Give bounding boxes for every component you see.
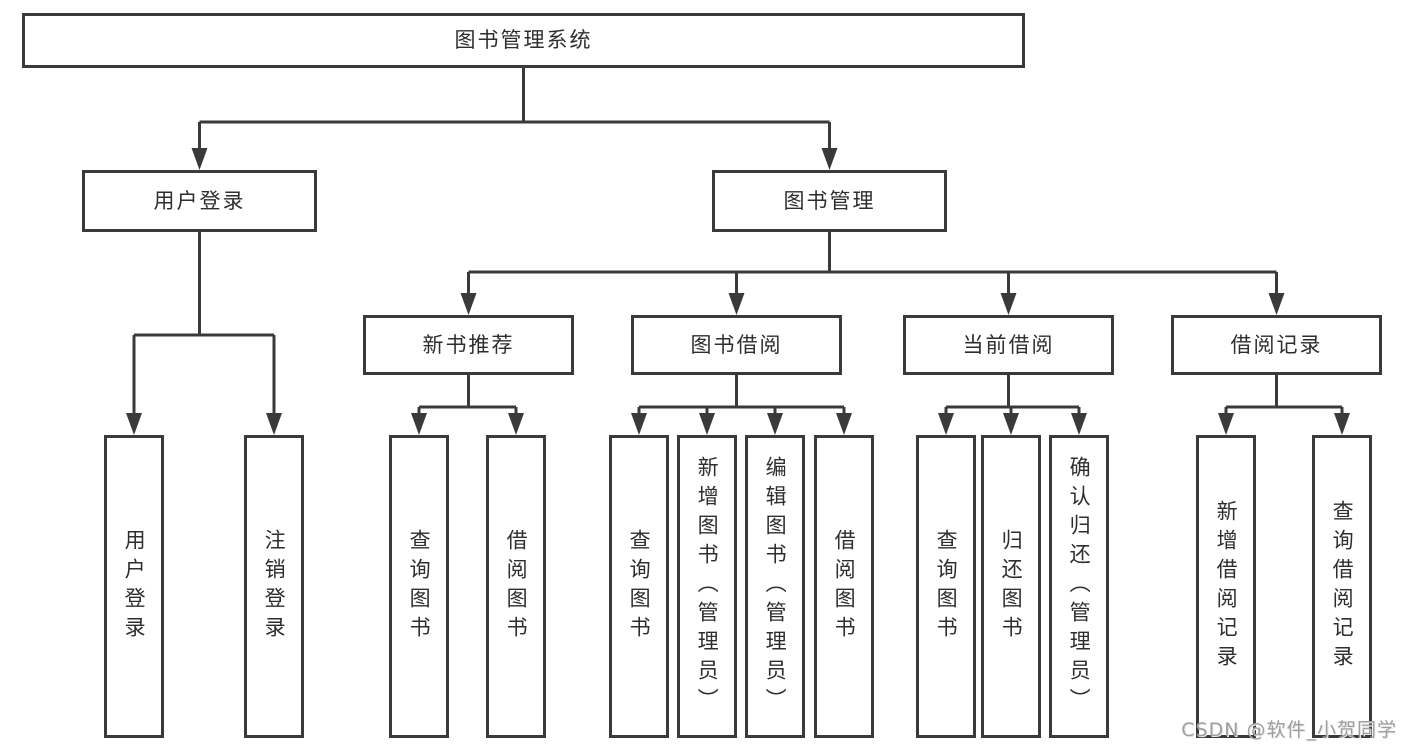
arrowhead-icon: [411, 413, 427, 435]
node-library-management-system: 图书管理系统: [22, 13, 1025, 68]
arrowhead-icon: [126, 413, 142, 435]
node-confirm-return-admin: 确认归还（管理员）: [1049, 435, 1109, 738]
arrowhead-icon: [460, 293, 477, 315]
arrowhead-icon: [1000, 293, 1017, 315]
node-return-books: 归还图书: [981, 435, 1041, 738]
connector-user-login-to-children: [126, 232, 282, 435]
arrowhead-icon: [728, 293, 745, 315]
arrowhead-icon: [1268, 293, 1285, 315]
node-new-book-recommendation: 新书推荐: [363, 315, 574, 375]
node-user-login-branch: 用户登录: [82, 170, 317, 232]
node-query-books-recommendation: 查询图书: [389, 435, 449, 738]
arrowhead-icon: [266, 413, 282, 435]
node-query-books-current: 查询图书: [916, 435, 976, 738]
node-logout: 注销登录: [244, 435, 304, 738]
arrowhead-icon: [1218, 413, 1234, 435]
node-borrow-books: 借阅图书: [814, 435, 874, 738]
node-edit-books-admin: 编辑图书（管理员）: [745, 435, 805, 738]
node-borrowing-records: 借阅记录: [1171, 315, 1382, 375]
node-add-borrow-record: 新增借阅记录: [1196, 435, 1256, 738]
arrowhead-icon: [938, 413, 954, 435]
connector-book-management-to-sections: [460, 232, 1285, 315]
arrowhead-icon: [699, 413, 715, 435]
arrowhead-icon: [821, 148, 838, 170]
node-add-books-admin: 新增图书（管理员）: [677, 435, 737, 738]
watermark-text: CSDN @软件_小贺同学: [1181, 719, 1397, 741]
node-user-login: 用户登录: [104, 435, 164, 738]
arrowhead-icon: [836, 413, 852, 435]
node-borrow-books-recommendation: 借阅图书: [486, 435, 546, 738]
arrowhead-icon: [1003, 413, 1019, 435]
connector-root-to-level2: [191, 68, 838, 170]
node-current-borrowing: 当前借阅: [903, 315, 1114, 375]
arrowhead-icon: [1334, 413, 1350, 435]
connector-current-borrowing-to-children: [938, 375, 1087, 435]
arrowhead-icon: [767, 413, 783, 435]
node-book-borrowing: 图书借阅: [631, 315, 842, 375]
arrowhead-icon: [631, 413, 647, 435]
node-book-management: 图书管理: [712, 170, 947, 232]
node-query-borrow-record: 查询借阅记录: [1312, 435, 1372, 738]
node-query-books-borrowing: 查询图书: [609, 435, 669, 738]
arrowhead-icon: [191, 148, 208, 170]
connector-new-book-recommendation-to-children: [411, 375, 524, 435]
connector-borrowing-records-to-children: [1218, 375, 1350, 435]
arrowhead-icon: [1071, 413, 1087, 435]
connector-book-borrowing-to-children: [631, 375, 852, 435]
arrowhead-icon: [508, 413, 524, 435]
